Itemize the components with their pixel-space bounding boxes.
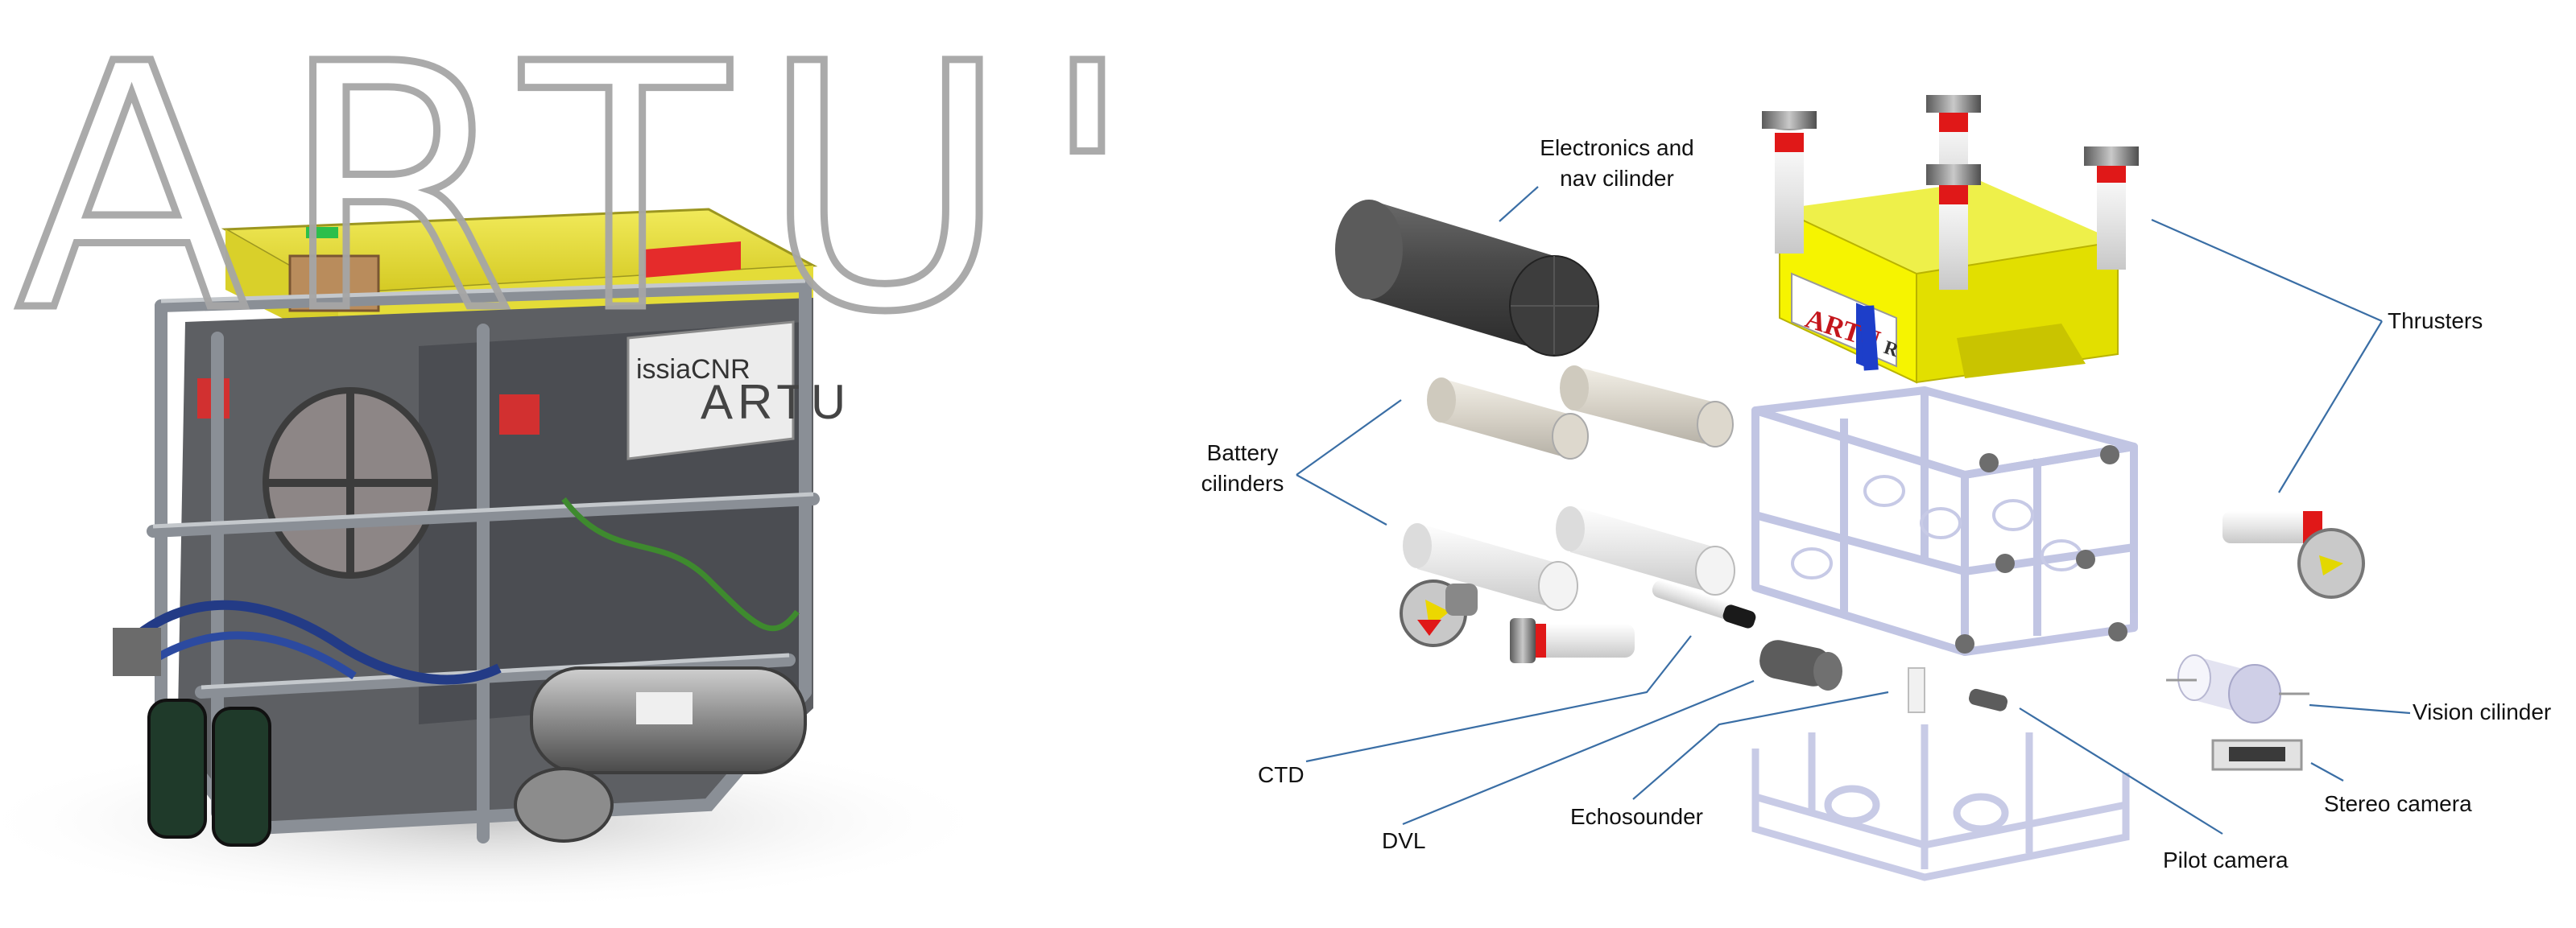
frame-connectors	[1955, 445, 2127, 654]
photo-thruster-red-2	[499, 394, 540, 435]
label-battery-line-2: cilinders	[1201, 471, 1284, 496]
label-vision: Vision cilinder	[2413, 699, 2552, 724]
pilot-camera-unit	[1969, 688, 2008, 711]
label-thrusters: Thrusters	[2388, 308, 2483, 333]
side-panel	[626, 320, 795, 460]
vision-cylinder-unit	[2166, 654, 2309, 724]
green-tag	[306, 227, 338, 238]
red-marker	[644, 241, 741, 278]
front-bottle-2	[212, 707, 271, 847]
leader-dvl	[1402, 679, 1755, 826]
label-dvl: DVL	[1382, 828, 1426, 853]
vertical-thruster-4	[2084, 146, 2139, 270]
label-ctd: CTD	[1258, 762, 1305, 787]
lower-cylinder-end	[514, 767, 614, 843]
battery-cylinder-2	[1560, 365, 1734, 448]
leader-pilot	[2019, 707, 2223, 835]
electronics-cylinder	[1335, 200, 1599, 357]
label-electronics-line-2: nav cilinder	[1560, 166, 1674, 191]
echosounder-unit	[1908, 667, 1925, 713]
front-bottle-1	[147, 699, 207, 839]
label-electronics-line-1: Electronics and	[1540, 135, 1694, 160]
side-panel-brand: ARTU	[701, 375, 850, 429]
horizontal-thruster-right	[2222, 511, 2365, 599]
leader-thrusters-1	[2151, 218, 2383, 323]
leader-thrusters-2	[2278, 320, 2383, 493]
vertical-thruster-1	[1762, 111, 1817, 254]
label-battery: Battery cilinders	[1194, 438, 1291, 499]
label-electronics: Electronics and nav cilinder	[1528, 133, 1706, 194]
green-cables	[561, 497, 800, 632]
small-thruster	[1510, 618, 1635, 663]
leader-lines	[1296, 186, 2411, 835]
battery-cylinder-3	[1403, 523, 1578, 611]
leader-stereo	[2310, 762, 2344, 782]
exploded-diagram: ARTU R	[1296, 95, 2411, 881]
label-battery-line-1: Battery	[1206, 440, 1279, 465]
ctd-probe	[1652, 580, 1756, 629]
blue-hoses-2	[151, 631, 357, 680]
bottom-skid	[1751, 724, 2130, 881]
front-gauge-block	[113, 628, 161, 676]
brand-word: ARTU'	[16, 0, 1166, 386]
blue-hoses	[134, 600, 502, 685]
vertical-thruster-3	[1926, 164, 1981, 290]
transparent-frame	[1751, 386, 2138, 656]
yellow-front-skirt	[225, 229, 338, 346]
lower-cylinder-label	[636, 692, 693, 724]
label-echosounder: Echosounder	[1570, 804, 1704, 829]
side-panel-org: issiaCNR	[636, 354, 750, 385]
battery-cylinder-4	[1556, 505, 1735, 596]
horizontal-thruster-left	[1400, 579, 1478, 647]
leader-echosounder	[1632, 691, 1889, 800]
leader-electronics	[1499, 186, 1539, 222]
stereo-camera-unit	[2211, 739, 2303, 771]
leader-battery-lower	[1296, 474, 1387, 526]
leader-vision	[2309, 703, 2411, 715]
top-module-blue-stripe	[1859, 305, 1879, 371]
label-stereo: Stereo camera	[2324, 791, 2472, 816]
leader-battery-upper	[1296, 399, 1402, 476]
dvl-unit	[1759, 640, 1842, 691]
battery-cylinder-1	[1427, 377, 1589, 460]
leader-ctd	[1305, 635, 1692, 763]
label-pilot: Pilot camera	[2163, 848, 2289, 872]
vehicle-photo: issiaCNR ARTU	[0, 0, 1166, 909]
frame-portholes	[1791, 475, 2082, 579]
